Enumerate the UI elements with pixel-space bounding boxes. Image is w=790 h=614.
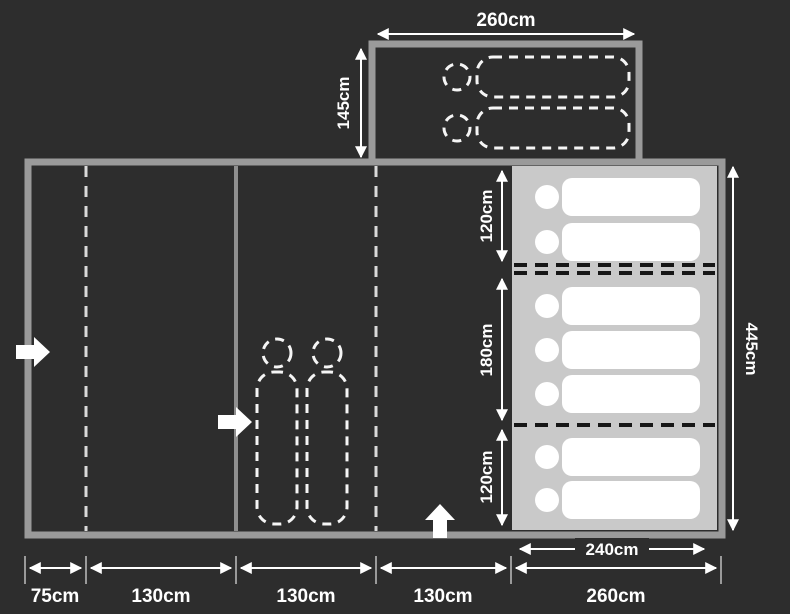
dim-label-porch-depth: 145cm	[334, 77, 353, 130]
dim-label-berth-bottom: 120cm	[477, 451, 496, 504]
dim-bedroom-width: 240cm	[518, 538, 706, 560]
sleeper-head	[311, 337, 343, 369]
sleeper-body	[255, 370, 299, 526]
dim-label-bedroom-width: 240cm	[586, 540, 639, 559]
entrance-arrow-icon	[218, 407, 252, 437]
sleeper-body	[475, 55, 631, 99]
sleeper-outline-icon	[442, 106, 631, 150]
sleeper-head	[442, 62, 472, 92]
dim-berth-middle: 180cm	[477, 277, 508, 422]
sleeping-bag-icon	[535, 375, 700, 413]
dim-label-footprint-5: 260cm	[586, 586, 645, 607]
dim-berth-bottom: 120cm	[477, 428, 508, 527]
dim-label-footprint-4: 130cm	[413, 586, 472, 607]
dim-porch-depth: 145cm	[334, 47, 367, 159]
dim-label-footprint-2: 130cm	[131, 586, 190, 607]
dim-label-footprint-1: 75cm	[31, 586, 80, 607]
sleeper-outline-icon	[255, 337, 299, 526]
sleeping-bag-icon	[535, 223, 700, 261]
sleeper-head	[261, 337, 293, 369]
sleeper-head	[442, 113, 472, 143]
dim-label-backing	[575, 538, 649, 560]
dim-label-porch-width: 260cm	[476, 10, 535, 31]
sleeper-body	[305, 370, 349, 526]
dim-tent-depth: 445cm	[727, 165, 761, 532]
footprint-dimensions: 75cm 130cm 130cm 130cm 260cm	[24, 556, 722, 607]
sleeping-bag-icon	[535, 438, 700, 476]
dim-porch-width: 260cm	[376, 10, 636, 40]
main-tent-section: 120cm 180cm 120cm	[16, 158, 726, 539]
sleeping-bag-icon	[535, 178, 700, 216]
entrance-arrow-icon	[16, 337, 50, 367]
sleeping-bag-icon	[535, 331, 700, 369]
entrance-arrow-icon	[425, 504, 455, 538]
sleeper-outline-icon	[442, 55, 631, 99]
sleeping-bag-icons	[535, 178, 700, 519]
sleeper-body	[475, 106, 631, 150]
dim-berth-top: 120cm	[477, 169, 508, 263]
dim-label-tent-depth: 445cm	[742, 323, 761, 376]
dim-label-berth-middle: 180cm	[477, 324, 496, 377]
sleeping-bag-icon	[535, 481, 700, 519]
sleeping-bag-icon	[535, 287, 700, 325]
dim-label-berth-top: 120cm	[477, 190, 496, 243]
sleeper-outline-icon	[305, 337, 349, 526]
dim-label-footprint-3: 130cm	[276, 586, 335, 607]
